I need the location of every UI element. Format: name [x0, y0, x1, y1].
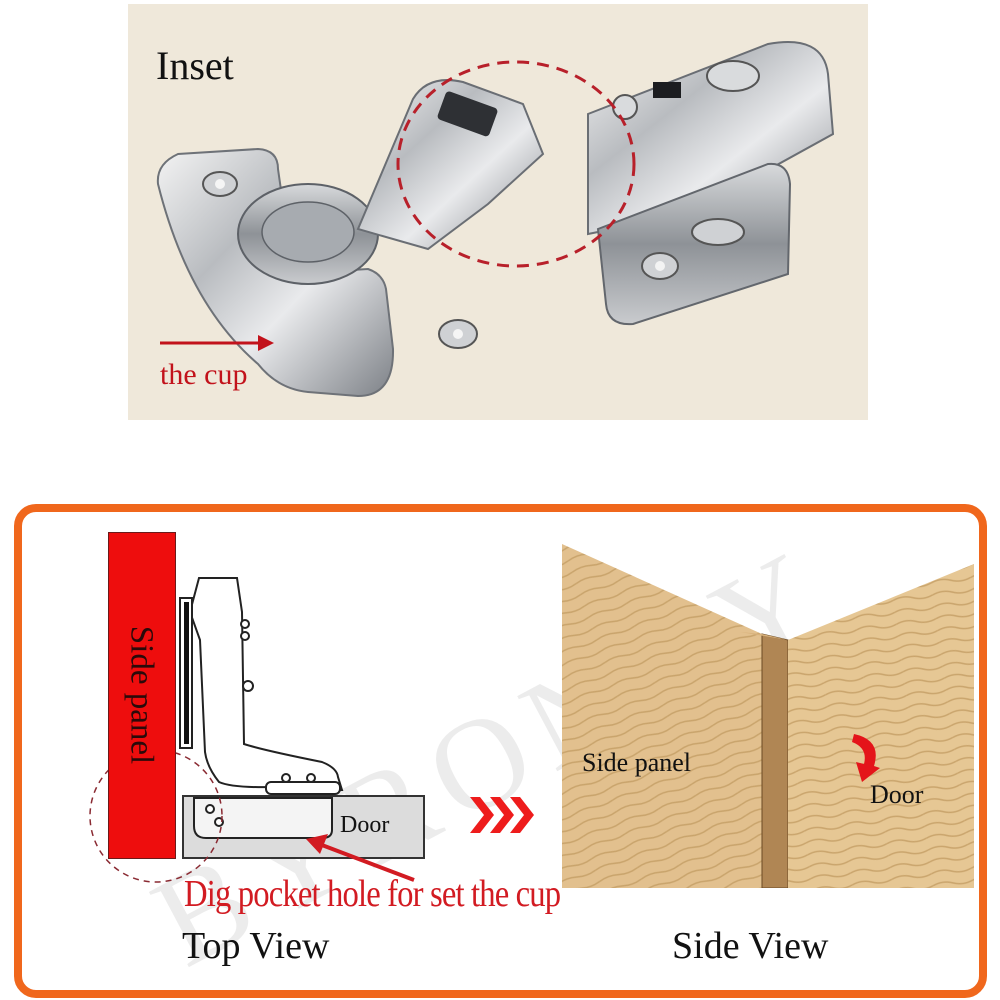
door-label-top-view: Door	[340, 812, 390, 838]
door-label-side-view: Door	[870, 780, 924, 809]
side-panel-block	[108, 532, 176, 859]
curved-arrow-icon	[852, 734, 880, 782]
side-view-heading: Side View	[672, 925, 829, 967]
inset-title: Inset	[156, 43, 234, 88]
top-view-heading: Top View	[182, 925, 330, 967]
side-panel-label-side-view: Side panel	[582, 748, 692, 777]
hinge-photo: Inset the cup	[128, 4, 868, 420]
triple-chevron-right-icon	[470, 797, 534, 833]
dig-pocket-instruction: Dig pocket hole for set the cup	[184, 873, 561, 915]
side-view-wood-illustration	[562, 544, 974, 888]
top-view-diagram	[89, 577, 425, 883]
hinge-illustration	[156, 41, 835, 398]
side-panel-label-vertical: Side panel	[123, 625, 160, 765]
installation-diagram-frame: BYRONDY Side panel Door	[14, 504, 987, 998]
cup-callout: the cup	[160, 358, 248, 391]
